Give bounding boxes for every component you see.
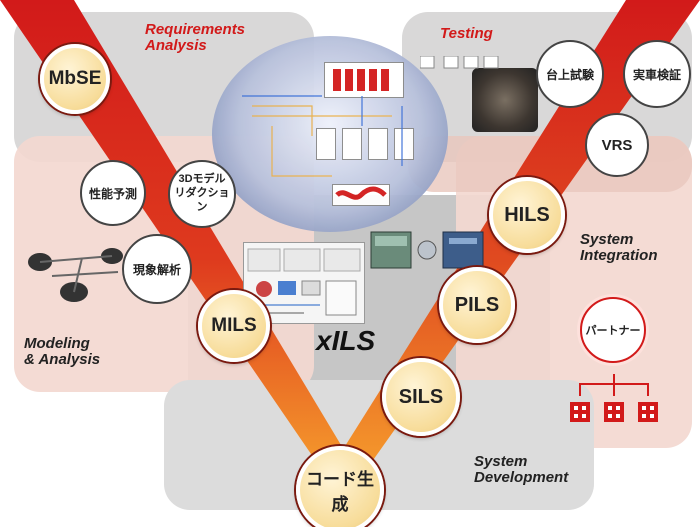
- sils-node: SILS: [382, 358, 460, 436]
- bench-test-node: 台上試験: [536, 40, 604, 108]
- test-monitors: [420, 56, 499, 69]
- xils-title: xILS: [316, 325, 376, 356]
- engine-block-2: [342, 128, 362, 160]
- partner-factories: [570, 374, 658, 422]
- mils-node: MILS: [198, 290, 270, 362]
- transmission-photo: [472, 68, 538, 132]
- 3d-model-reduction-node: 3Dモデル リダクション: [168, 160, 236, 228]
- engine-block-3: [368, 128, 388, 160]
- factory-icon: [604, 402, 624, 422]
- factory-icon: [638, 402, 658, 422]
- partner-node: パートナー: [580, 297, 646, 363]
- crankshaft-panel: [332, 184, 390, 206]
- vrs-node: VRS: [585, 113, 649, 177]
- engine-part-panel: [324, 62, 404, 98]
- engine-block-4: [394, 128, 414, 160]
- vehicle-chassis-sketch: [22, 232, 132, 306]
- engine-block-1: [316, 128, 336, 160]
- phenomenon-analysis-node: 現象解析: [122, 234, 192, 304]
- pils-node: PILS: [439, 267, 515, 343]
- performance-prediction-node: 性能予測: [80, 160, 146, 226]
- system-integration-label: System Integration: [580, 231, 658, 264]
- mbse-node: MbSE: [40, 44, 110, 114]
- requirements-analysis-label: Requirements Analysis: [145, 21, 246, 54]
- factory-icon: [570, 402, 590, 422]
- code-generation-node: コード生成: [296, 446, 384, 527]
- hils-node: HILS: [489, 177, 565, 253]
- v-left-arm: [0, 0, 356, 470]
- hardware-equipment: [369, 228, 485, 272]
- system-development-label: System Development: [474, 453, 569, 486]
- engine-illustration: [212, 36, 448, 232]
- vehicle-test-node: 実車検証: [623, 40, 691, 108]
- testing-label: Testing: [440, 25, 493, 42]
- modeling-analysis-label: Modeling & Analysis: [24, 335, 101, 368]
